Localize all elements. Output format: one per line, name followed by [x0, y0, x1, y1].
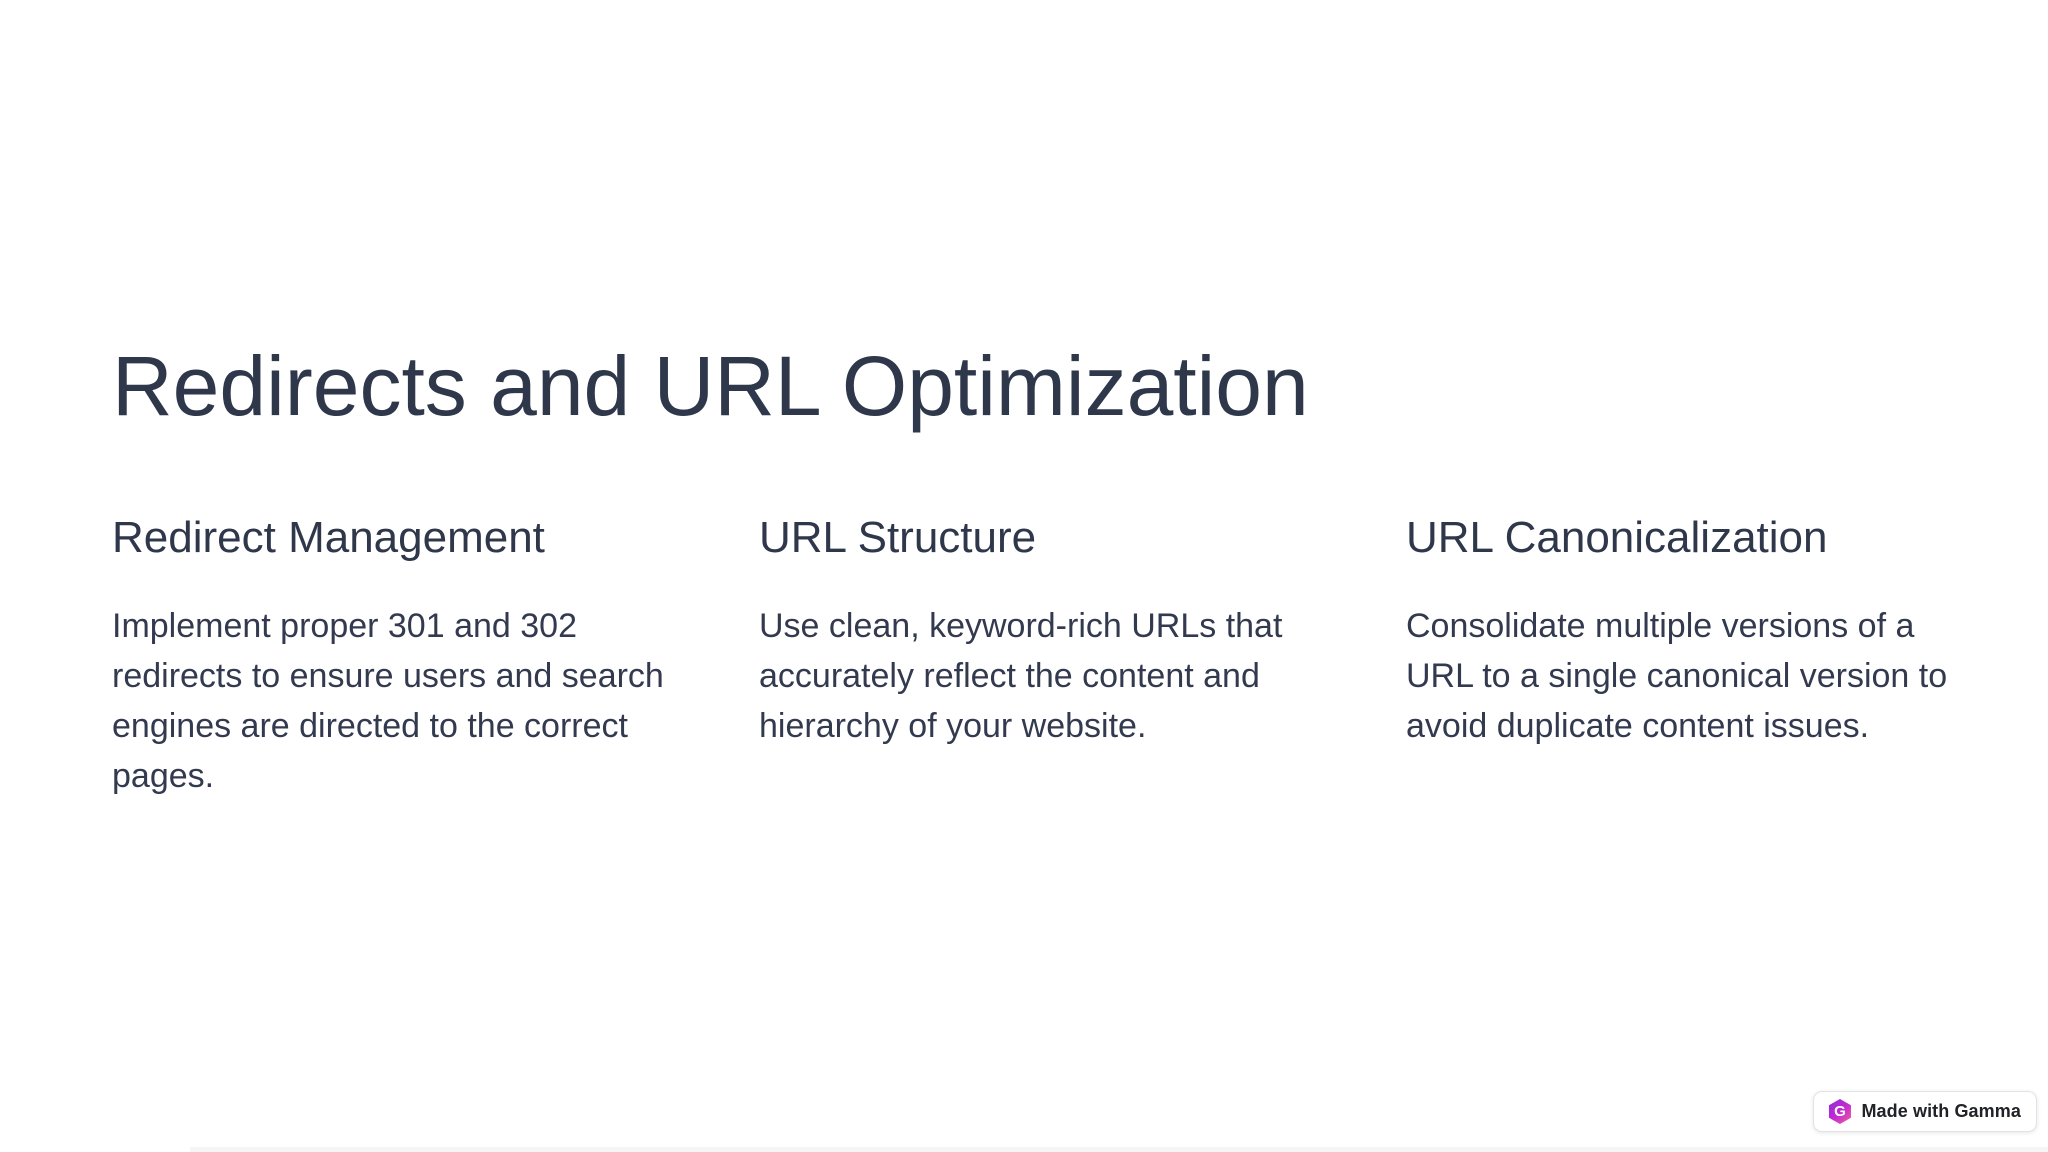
column-url-structure: URL Structure Use clean, keyword-rich UR… — [759, 509, 1319, 801]
made-with-gamma-badge[interactable]: G Made with Gamma — [1813, 1091, 2037, 1132]
made-with-gamma-label: Made with Gamma — [1861, 1101, 2021, 1121]
column-body: Implement proper 301 and 302 redirects t… — [112, 607, 664, 795]
column-heading: Redirect Management — [112, 513, 545, 562]
column-heading: URL Canonicalization — [1406, 513, 1828, 562]
column-body: Consolidate multiple versions of a URL t… — [1406, 607, 1948, 745]
gamma-logo-icon: G — [1828, 1099, 1851, 1124]
bottom-edge-strip — [190, 1147, 2048, 1152]
slide-title: Redirects and URL Optimization — [112, 339, 1309, 433]
column-redirect-management: Redirect Management Implement proper 301… — [112, 509, 672, 801]
column-body: Use clean, keyword-rich URLs that accura… — [759, 607, 1283, 745]
column-url-canonicalization: URL Canonicalization Consolidate multipl… — [1406, 509, 1966, 801]
columns-container: Redirect Management Implement proper 301… — [112, 509, 1966, 801]
gamma-logo-letter: G — [1834, 1103, 1846, 1120]
column-heading: URL Structure — [759, 513, 1037, 562]
